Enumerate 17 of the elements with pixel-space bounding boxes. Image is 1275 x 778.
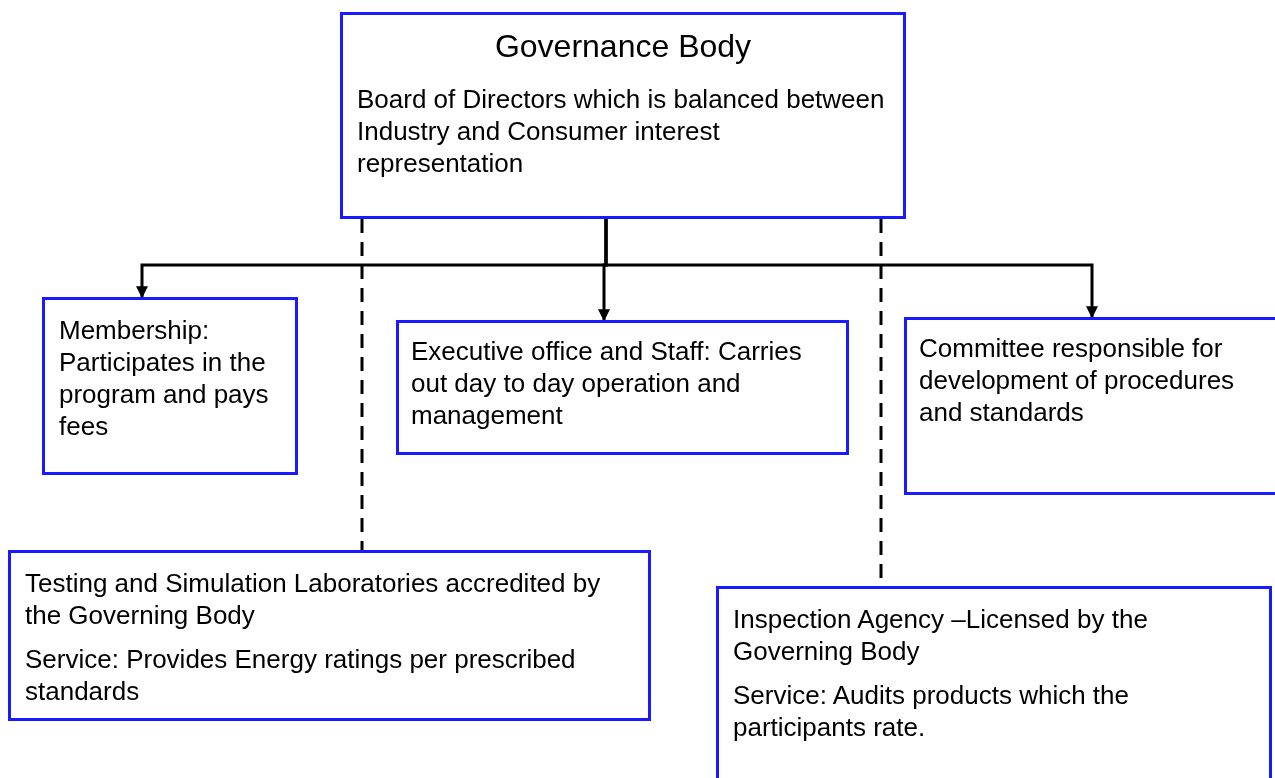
box-text: Service: Provides Energy ratings per prescribed standards (25, 643, 577, 707)
connector-line (360, 219, 364, 550)
arrow (604, 219, 1098, 319)
box-text: Committee responsible for development of procedures and standards (919, 332, 1236, 428)
box-text: Executive office and Staff: Carries out day to day operation and management (411, 335, 803, 431)
process-box (396, 320, 849, 455)
box-text: Testing and Simulation Laboratories accredited by the Governing Body (25, 567, 602, 631)
box-text: Service: Audits products which the participants rate. (733, 679, 1130, 743)
process-box (716, 586, 1272, 778)
process-box (8, 550, 651, 721)
process-box (904, 317, 1275, 495)
process-box (42, 297, 298, 475)
box-text: Membership: Participates in the program and pays fees (59, 314, 270, 442)
box-text: Board of Directors which is balanced between Industry and Consumer interest representation (357, 83, 886, 179)
process-box (340, 12, 906, 219)
box-text: Inspection Agency –Licensed by the Governing Body (733, 603, 1149, 667)
box-title: Governance Body (494, 27, 752, 65)
